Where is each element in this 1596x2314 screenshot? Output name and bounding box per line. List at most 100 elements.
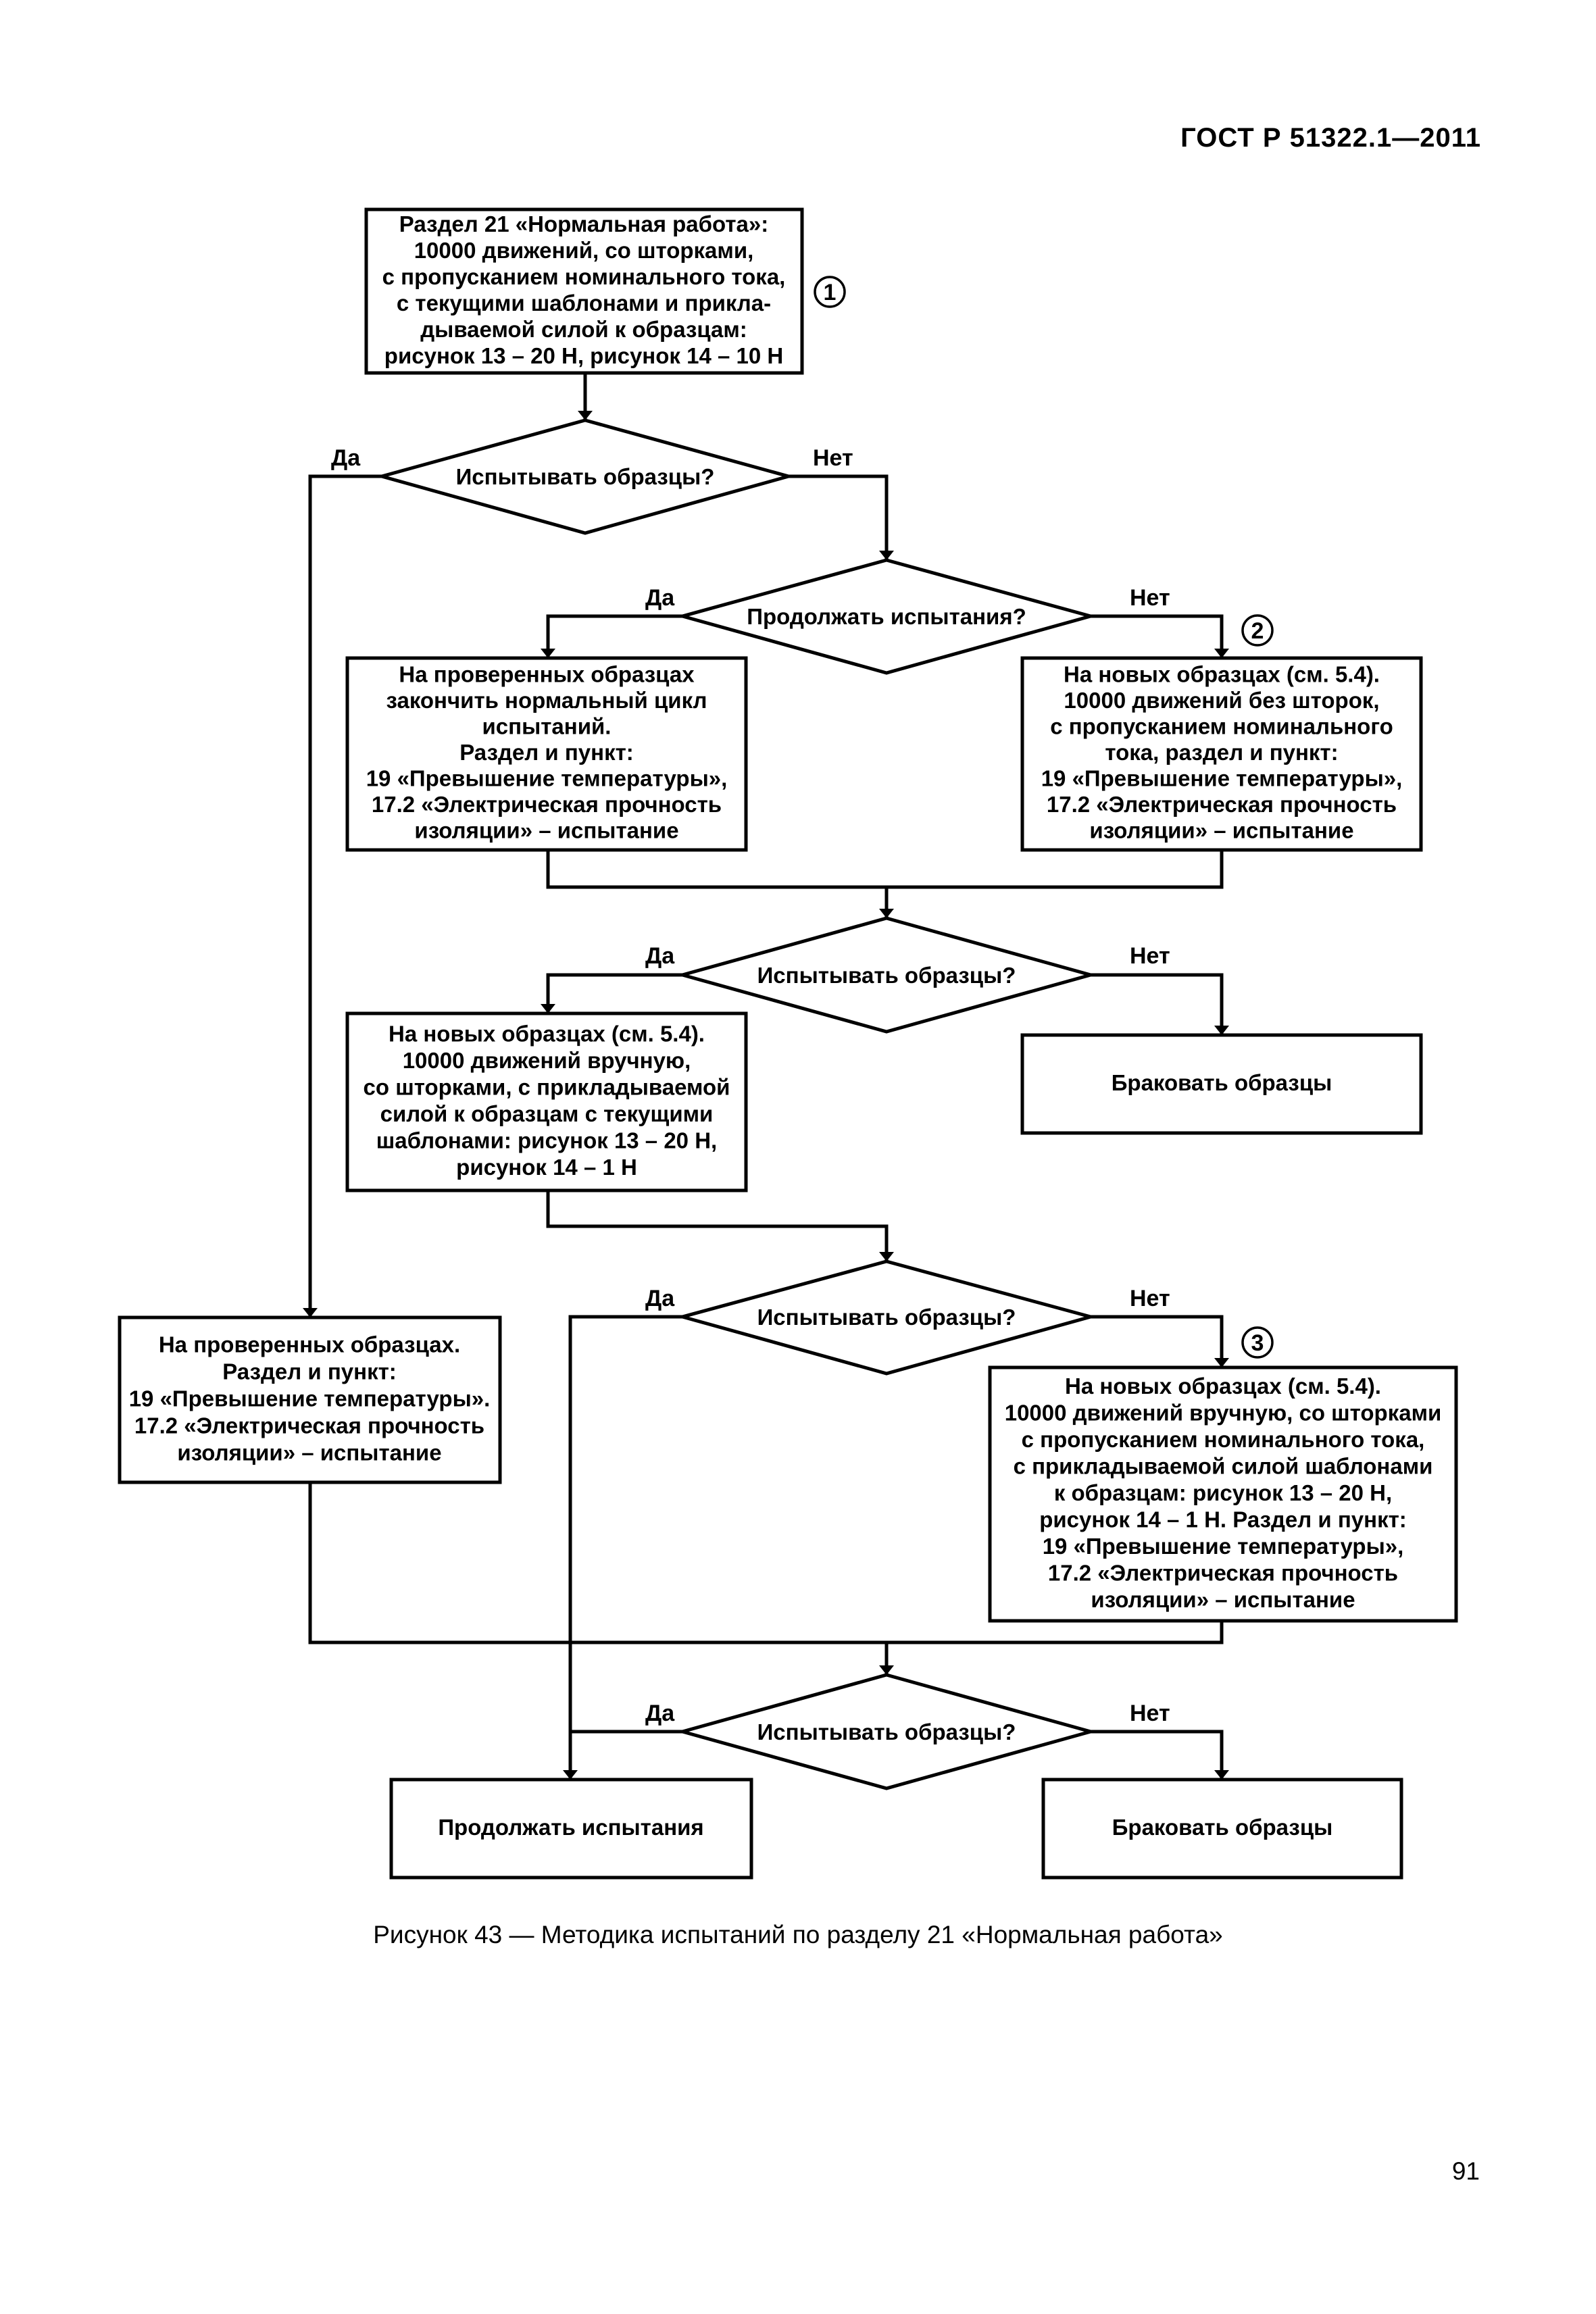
box-checked-finish-line: 17.2 «Электрическая прочность (372, 792, 722, 817)
flow-arrow (541, 614, 682, 658)
label-yes-d1: Да (331, 445, 361, 471)
standard-header: ГОСТ Р 51322.1—2011 (1180, 123, 1481, 153)
label-yes-d5: Да (645, 1701, 675, 1726)
marker-1-circle (814, 276, 846, 308)
marker-2: 2 (1251, 618, 1264, 644)
box-start-line: 10000 движений, со шторками, (414, 238, 754, 263)
box-reject-1 (1020, 1033, 1423, 1135)
label-yes-d2: Да (645, 585, 675, 611)
box-new-no-shutters-line: изоляции» – испытание (1089, 818, 1353, 843)
box-checked-left (118, 1315, 502, 1484)
label-no-d3: Нет (1130, 943, 1170, 969)
box-new-manual (345, 1011, 748, 1192)
box-checked-finish (345, 656, 748, 852)
box-new-no-shutters-line: 10000 движений без шторок, (1064, 688, 1379, 713)
box-start-line: рисунок 13 – 20 Н, рисунок 14 – 10 Н (384, 343, 783, 368)
box-checked-left-line: Раздел и пункт: (222, 1359, 397, 1384)
box-checked-left-line: изоляции» – испытание (177, 1440, 441, 1465)
decision-d4 (676, 1259, 1097, 1376)
decision-texts: Испытывать образцы? Продолжать испытания… (456, 464, 1026, 1744)
flow-arrow (303, 474, 382, 1317)
step-markers: 1 2 3 (814, 276, 1274, 1359)
box-new-manual-current-line: рисунок 14 – 1 Н. Раздел и пункт: (1039, 1507, 1407, 1532)
box-checked-left-line: 17.2 «Электрическая прочность (134, 1413, 484, 1438)
flow-arrow (563, 1315, 682, 1780)
decision-d3 (676, 916, 1097, 1034)
marker-2-circle (1241, 614, 1274, 647)
flow-line (308, 1482, 1224, 1644)
box-new-no-shutters-line: тока, раздел и пункт: (1105, 740, 1338, 765)
label-no-d2: Нет (1130, 585, 1170, 611)
box-new-no-shutters-line: На новых образцах (см. 5.4). (1064, 662, 1380, 687)
flow-arrow (789, 474, 894, 560)
decision-d1-text: Испытывать образцы? (456, 464, 715, 489)
box-continue (389, 1778, 753, 1880)
box-new-manual-current-line: с пропусканием номинального тока, (1022, 1427, 1425, 1452)
branch-labels: Да Нет Да Нет Да Нет Да Нет Да Нет (331, 445, 1170, 1726)
decision-d3-text: Испытывать образцы? (757, 963, 1016, 988)
box-start-line: дываемой силой к образцам: (420, 317, 747, 342)
flow-arrow (546, 1190, 894, 1261)
box-checked-finish-line: Раздел и пункт: (459, 740, 634, 765)
box-new-no-shutters-line: с пропусканием номинального (1050, 714, 1393, 739)
box-checked-finish-line: 19 «Превышение температуры», (366, 766, 728, 791)
box-texts: Раздел 21 «Нормальная работа»:10000 движ… (129, 211, 1442, 1840)
decision-d4-text: Испытывать образцы? (757, 1305, 1016, 1330)
box-start-line: Раздел 21 «Нормальная работа»: (399, 211, 768, 236)
box-new-manual-line: На новых образцах (см. 5.4). (389, 1022, 705, 1047)
box-new-manual-line: силой к образцам с текущими (380, 1101, 714, 1126)
marker-3: 3 (1251, 1330, 1264, 1356)
flow-arrow (1091, 973, 1229, 1035)
box-checked-finish-line: испытаний. (482, 714, 612, 739)
marker-3-circle (1241, 1326, 1274, 1359)
decision-d5 (676, 1673, 1097, 1790)
label-no-d5: Нет (1130, 1701, 1170, 1726)
flow-arrow (1091, 614, 1229, 658)
flow-arrow (1091, 1730, 1229, 1780)
flow-arrow (541, 973, 682, 1013)
box-new-manual-current-line: 10000 движений вручную, со шторками (1005, 1401, 1442, 1426)
box-new-manual-current-line: с прикладываемой силой шаблонами (1014, 1454, 1433, 1479)
box-reject-2 (1041, 1778, 1403, 1880)
box-new-manual-line: со шторками, с прикладываемой (364, 1075, 730, 1100)
box-new-manual-current (988, 1365, 1458, 1623)
page-number: 91 (1451, 2157, 1480, 2185)
marker-1: 1 (824, 280, 837, 305)
label-no-d1: Нет (813, 445, 853, 471)
connectors (303, 373, 1229, 1780)
box-checked-left-line: На проверенных образцах. (159, 1332, 460, 1357)
figure-caption: Рисунок 43 — Методика испытаний по разде… (373, 1921, 1223, 1948)
box-new-manual-current-line: 19 «Превышение температуры», (1043, 1534, 1404, 1559)
box-checked-finish-line: На проверенных образцах (399, 662, 695, 687)
process-boxes (118, 207, 1458, 1880)
flow-arrow (1091, 1315, 1229, 1367)
decision-diamonds (375, 418, 1097, 1790)
box-new-manual-line: 10000 движений вручную, (403, 1048, 691, 1073)
label-yes-d4: Да (645, 1286, 675, 1311)
decision-d1 (375, 418, 795, 535)
box-new-no-shutters-line: 17.2 «Электрическая прочность (1047, 792, 1397, 817)
box-start-line: с пропусканием номинального тока, (382, 264, 786, 289)
box-new-no-shutters-line: 19 «Превышение температуры», (1041, 766, 1403, 791)
box-continue-line: Продолжать испытания (438, 1815, 703, 1840)
label-no-d4: Нет (1130, 1286, 1170, 1311)
flow-line (546, 850, 1224, 889)
box-new-manual-current-line: к образцам: рисунок 13 – 20 Н, (1054, 1480, 1392, 1505)
box-checked-finish-line: закончить нормальный цикл (386, 688, 707, 713)
box-start (364, 207, 804, 375)
label-yes-d3: Да (645, 943, 675, 969)
box-new-manual-current-line: 17.2 «Электрическая прочность (1048, 1561, 1398, 1586)
box-checked-left-line: 19 «Превышение температуры». (129, 1386, 491, 1411)
box-new-no-shutters (1020, 656, 1423, 852)
box-reject-1-line: Браковать образцы (1112, 1070, 1332, 1095)
box-new-manual-line: шаблонами: рисунок 13 – 20 Н, (376, 1128, 717, 1153)
decision-d2 (676, 558, 1097, 675)
box-new-manual-current-line: изоляции» – испытание (1091, 1587, 1355, 1612)
box-new-manual-current-line: На новых образцах (см. 5.4). (1065, 1374, 1381, 1399)
box-reject-2-line: Браковать образцы (1112, 1815, 1333, 1840)
box-checked-finish-line: изоляции» – испытание (414, 818, 678, 843)
decision-d2-text: Продолжать испытания? (747, 604, 1026, 629)
box-new-manual-line: рисунок 14 – 1 Н (456, 1155, 637, 1180)
